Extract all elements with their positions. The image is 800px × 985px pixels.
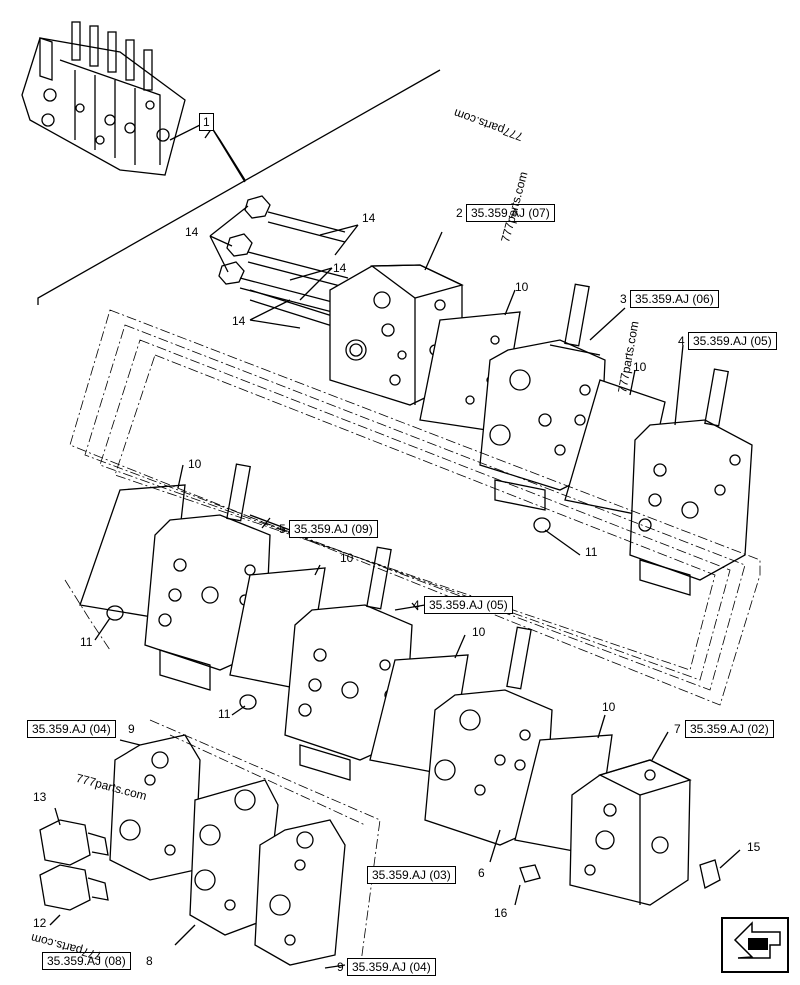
valve-section-6 <box>424 626 553 846</box>
port-block-9-a <box>109 734 201 881</box>
callout-12: 12 <box>33 916 47 930</box>
ref-35-359-aj-05-a[interactable]: 35.359.AJ (05) <box>688 332 777 350</box>
ref-35-359-aj-07[interactable]: 35.359.AJ (07) <box>466 204 555 222</box>
fitting-12 <box>39 864 109 911</box>
callout-6: 6 <box>478 866 485 880</box>
callout-11-c: 11 <box>218 707 231 721</box>
port-block-8 <box>189 779 279 936</box>
callout-10-c: 10 <box>188 457 202 471</box>
callout-14-a: 14 <box>185 225 199 239</box>
callout-4-a: 4 <box>678 334 685 348</box>
callout-10-e: 10 <box>472 625 486 639</box>
ref-35-359-aj-09[interactable]: 35.359.AJ (09) <box>289 520 378 538</box>
callout-15: 15 <box>747 840 761 854</box>
ref-35-359-aj-06[interactable]: 35.359.AJ (06) <box>630 290 719 308</box>
callout-10-f: 10 <box>602 700 616 714</box>
callout-16: 16 <box>494 906 508 920</box>
callout-11-a: 11 <box>585 545 598 559</box>
ref-35-359-aj-04-a[interactable]: 35.359.AJ (04) <box>27 720 116 738</box>
callout-9-a: 9 <box>128 722 135 736</box>
routing-lines <box>64 309 761 971</box>
valve-assembly-overview <box>21 21 201 176</box>
ref-35-359-aj-05-b[interactable]: 35.359.AJ (05) <box>424 596 513 614</box>
callout-14-b: 14 <box>362 211 376 225</box>
callout-7: 7 <box>674 722 681 736</box>
callout-box-1: 1 <box>199 113 214 131</box>
callout-13: 13 <box>33 790 47 804</box>
fitting-13 <box>39 819 109 866</box>
callout-5: 5 <box>279 522 286 536</box>
callout-10-d: 10 <box>340 551 354 565</box>
ref-35-359-aj-04-b[interactable]: 35.359.AJ (04) <box>347 958 436 976</box>
callout-4-b: 4 <box>413 598 420 612</box>
ref-35-359-aj-02[interactable]: 35.359.AJ (02) <box>685 720 774 738</box>
callout-9-b: 9 <box>337 960 344 974</box>
callout-11-b: 11 <box>80 635 93 649</box>
previous-page-arrow-icon[interactable] <box>721 917 789 973</box>
callout-2: 2 <box>456 206 463 220</box>
callout-10-b: 10 <box>633 360 647 374</box>
tie-rods <box>209 195 359 331</box>
inlet-cover-7 <box>569 759 692 906</box>
port-block-9-b <box>254 819 346 966</box>
callout-10-a: 10 <box>515 280 529 294</box>
callout-8: 8 <box>146 954 153 968</box>
ref-35-359-aj-08[interactable]: 35.359.AJ (08) <box>42 952 131 970</box>
callout-14-c: 14 <box>333 261 347 275</box>
callout-14-d: 14 <box>232 314 246 328</box>
callout-3: 3 <box>620 292 627 306</box>
valve-section-3 <box>479 283 606 511</box>
ref-35-359-aj-03[interactable]: 35.359.AJ (03) <box>367 866 456 884</box>
